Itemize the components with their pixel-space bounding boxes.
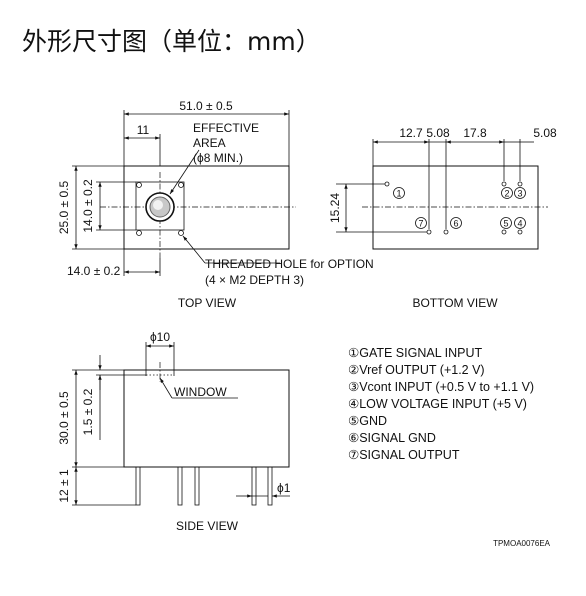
pin-5 <box>501 229 507 235</box>
bottom-dim-12-7: 12.7 <box>399 126 423 140</box>
legend-item-3: ③Vcont INPUT (+0.5 V to +1.1 V) <box>348 380 534 394</box>
bottom-dim-5-08-b: 5.08 <box>533 126 557 140</box>
window-label: WINDOW <box>174 385 227 399</box>
pin-label-1: 1 <box>396 189 401 199</box>
window-vertical-dim: 14.0 ± 0.2 <box>81 179 95 233</box>
pin-7 <box>426 229 432 235</box>
pin-label-2: 2 <box>504 189 509 199</box>
svg-text:(ϕ8 MIN.): (ϕ8 MIN.) <box>193 151 243 165</box>
window-outline <box>135 181 185 231</box>
bottom-dim-15-24: 15.24 <box>328 193 342 223</box>
top-view-body-outline <box>123 165 290 250</box>
window-depth-dim: 1.5 ± 0.2 <box>81 388 95 435</box>
pin-length-dim: 12 ± 1 <box>57 469 71 503</box>
bottom-view-body-outline <box>372 165 539 250</box>
legend-item-6: ⑥SIGNAL GND <box>348 431 436 445</box>
threaded-hole-2 <box>178 182 184 188</box>
pin-label-5: 5 <box>503 219 508 229</box>
pin-diameter-dim: ϕ1 <box>277 481 291 495</box>
bottom-dim-5-08-a: 5.08 <box>426 126 450 140</box>
top-view-caption: TOP VIEW <box>178 296 237 310</box>
window-horizontal-dim: 14.0 ± 0.2 <box>67 264 121 278</box>
side-dim-phi10: ϕ10 <box>150 330 170 344</box>
side-view-caption: SIDE VIEW <box>176 519 239 533</box>
threaded-hole-label: THREADED HOLE for OPTION <box>205 257 374 271</box>
side-height-dim: 30.0 ± 0.5 <box>57 391 71 445</box>
threaded-hole-4 <box>178 230 184 236</box>
effective-area-label: EFFECTIVE <box>193 121 259 135</box>
bottom-dim-17-8: 17.8 <box>463 126 487 140</box>
legend-item-7: ⑦SIGNAL OUTPUT <box>348 448 460 462</box>
pin-6 <box>443 229 449 235</box>
bottom-view-caption: BOTTOM VIEW <box>412 296 498 310</box>
page-title: 外形尺寸图（单位：mm） <box>22 27 321 56</box>
pin-4 <box>517 229 523 235</box>
pin-label-6: 6 <box>453 219 458 229</box>
svg-text:(4 × M2 DEPTH 3): (4 × M2 DEPTH 3) <box>205 273 304 287</box>
side-pins <box>135 466 273 506</box>
pin-label-7: 7 <box>418 219 423 229</box>
top-height-dim: 25.0 ± 0.5 <box>57 181 71 235</box>
pin-2 <box>501 181 507 187</box>
pin-label-4: 4 <box>517 219 522 229</box>
pin-1 <box>384 181 390 187</box>
legend-item-2: ②Vref OUTPUT (+1.2 V) <box>348 363 485 377</box>
bottom-view: 1 2 3 4 5 6 7 12.7 5.08 17.8 5.08 15.24 … <box>328 126 557 310</box>
top-offset-dim: 11 <box>137 123 150 137</box>
side-view-body-outline <box>123 369 290 468</box>
top-view: 51.0 ± 0.5 11 EFFECTIVE AREA (ϕ8 MIN.) 2… <box>57 99 374 310</box>
legend-item-1: ①GATE SIGNAL INPUT <box>348 346 483 360</box>
threaded-hole-1 <box>136 182 142 188</box>
pin-3 <box>517 181 523 187</box>
drawing-code: TPMOA0076EA <box>493 539 551 548</box>
threaded-hole-3 <box>136 230 142 236</box>
legend-item-4: ④LOW VOLTAGE INPUT (+5 V) <box>348 397 527 411</box>
top-width-dim: 51.0 ± 0.5 <box>179 99 233 113</box>
legend-item-5: ⑤GND <box>348 414 387 428</box>
pin-label-3: 3 <box>517 189 522 199</box>
pin-legend: ①GATE SIGNAL INPUT ②Vref OUTPUT (+1.2 V)… <box>348 346 534 462</box>
side-view: ϕ10 WINDOW 30.0 ± 0.5 1.5 ± 0.2 12 ± 1 ϕ… <box>57 330 291 533</box>
svg-text:AREA: AREA <box>193 136 226 150</box>
